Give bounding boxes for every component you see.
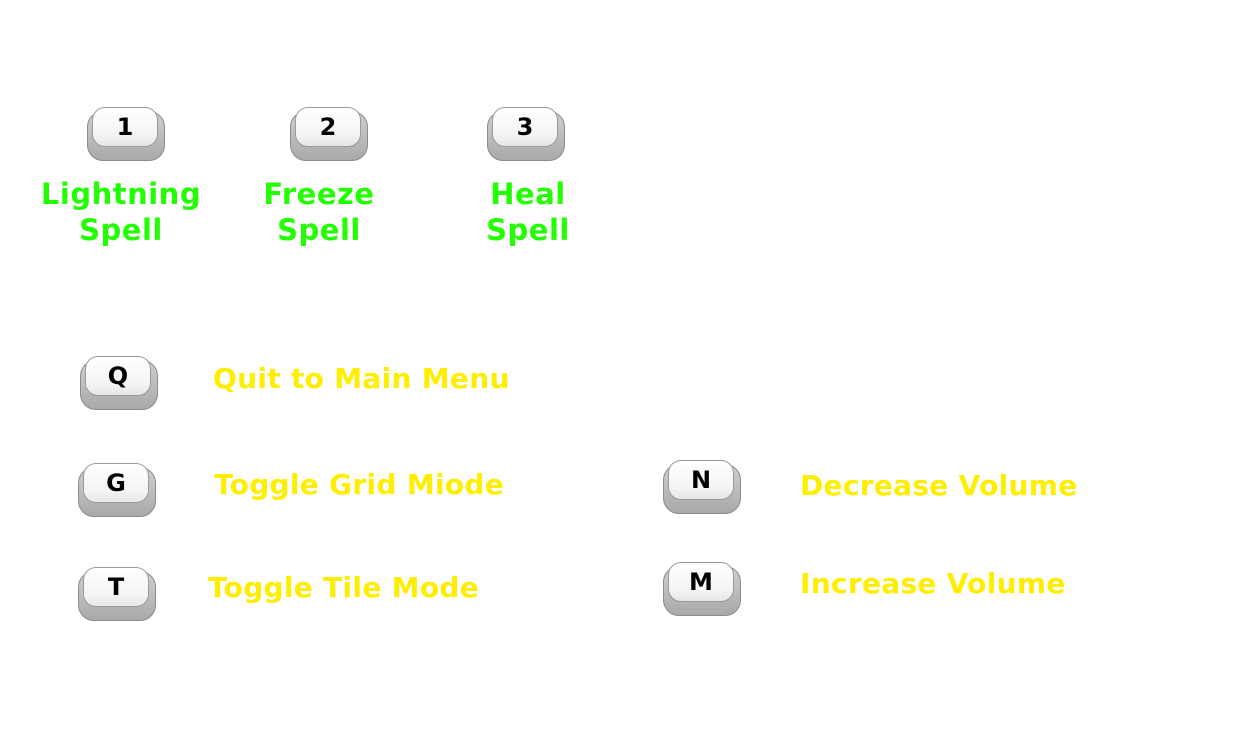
toggle-grid-mode-label: Toggle Grid Miode	[214, 468, 505, 501]
key-1-letter: 1	[116, 113, 134, 141]
key-face: 2	[295, 107, 361, 147]
toggle-tile-mode-label: Toggle Tile Mode	[208, 571, 480, 604]
spell-name: Freeze	[263, 177, 375, 211]
heal-spell-label: Heal Spell	[438, 176, 618, 248]
increase-volume-label: Increase Volume	[800, 567, 1066, 600]
decrease-volume-label: Decrease Volume	[800, 469, 1078, 502]
key-2-letter: 2	[319, 113, 337, 141]
key-n: N	[663, 460, 741, 514]
key-m-letter: M	[689, 568, 713, 596]
key-face: T	[83, 567, 149, 607]
spell-word: Spell	[79, 213, 163, 247]
key-2: 2	[290, 107, 368, 161]
key-1: 1	[87, 107, 165, 161]
key-t: T	[78, 567, 156, 621]
key-q: Q	[80, 356, 158, 410]
key-m: M	[663, 562, 741, 616]
key-face: N	[668, 460, 734, 500]
spell-word: Spell	[277, 213, 361, 247]
key-face: 1	[92, 107, 158, 147]
lightning-spell-label: Lightning Spell	[31, 176, 211, 248]
key-3-letter: 3	[516, 113, 534, 141]
key-face: 3	[492, 107, 558, 147]
key-t-letter: T	[107, 573, 125, 601]
key-face: G	[83, 463, 149, 503]
quit-to-main-menu-label: Quit to Main Menu	[213, 362, 510, 395]
key-q-letter: Q	[107, 362, 129, 390]
spell-word: Spell	[486, 213, 570, 247]
key-g-letter: G	[106, 469, 126, 497]
key-face: M	[668, 562, 734, 602]
key-3: 3	[487, 107, 565, 161]
key-g: G	[78, 463, 156, 517]
spell-name: Heal	[490, 177, 566, 211]
freeze-spell-label: Freeze Spell	[229, 176, 409, 248]
key-face: Q	[85, 356, 151, 396]
key-n-letter: N	[690, 466, 712, 494]
spell-name: Lightning	[40, 177, 202, 211]
